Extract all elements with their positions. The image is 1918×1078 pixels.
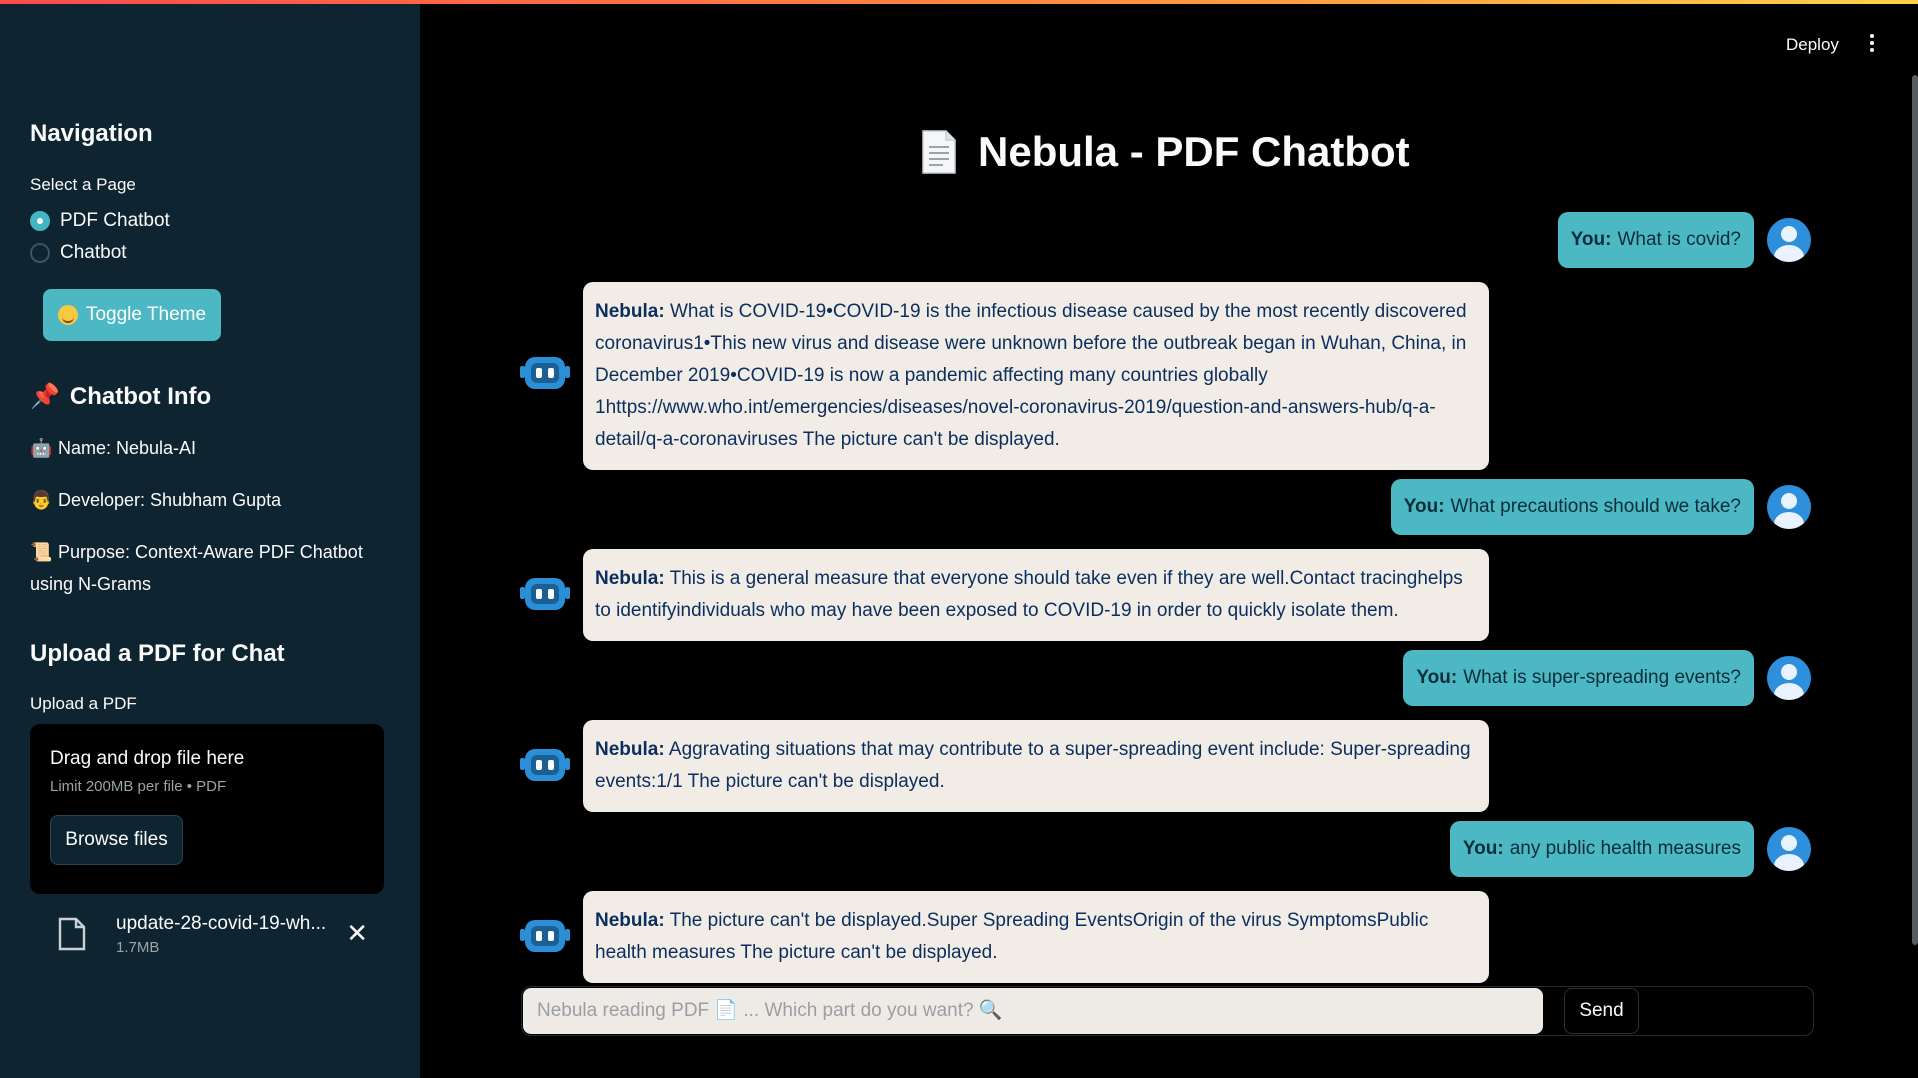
robot-avatar-icon	[520, 578, 570, 610]
dropzone-title: Drag and drop file here	[50, 748, 245, 769]
chatbot-info-heading: 📌 Chatbot Info	[30, 382, 211, 411]
bot-message-text: Aggravating situations that may contribu…	[595, 739, 1471, 792]
document-icon	[922, 130, 956, 174]
info-name-text: Name: Nebula-AI	[58, 438, 197, 458]
info-purpose-text: Purpose: Context-Aware PDF Chatbot using…	[30, 542, 363, 594]
info-developer-text: Developer: Shubham Gupta	[58, 490, 282, 510]
navigation-heading: Navigation	[30, 120, 153, 147]
toggle-theme-label: Toggle Theme	[85, 304, 207, 325]
select-page-label: Select a Page	[30, 175, 136, 194]
uploaded-file: update-28-covid-19-wh... 1.7MB ✕	[58, 906, 368, 962]
bot-message-text: What is COVID-19•COVID-19 is the infecti…	[595, 301, 1467, 450]
browse-files-button[interactable]: Browse files	[50, 815, 183, 865]
radio-chatbot[interactable]: Chatbot	[30, 242, 127, 264]
user-speaker: You:	[1570, 229, 1612, 250]
radio-unselected-icon	[30, 243, 50, 263]
radio-selected-icon	[30, 211, 50, 231]
user-message: You: What is super-spreading events?	[1403, 650, 1754, 706]
file-name: update-28-covid-19-wh...	[116, 912, 327, 934]
user-avatar-icon	[1767, 485, 1811, 529]
radio-label: Chatbot	[60, 242, 127, 263]
dropzone-limit: Limit 200MB per file • PDF	[50, 778, 227, 795]
kebab-menu-icon[interactable]	[1862, 34, 1882, 56]
info-purpose: 📜Purpose: Context-Aware PDF Chatbot usin…	[30, 536, 390, 600]
file-dropzone[interactable]: Drag and drop file here Limit 200MB per …	[30, 724, 384, 894]
bot-message: Nebula: The picture can't be displayed.S…	[583, 891, 1489, 983]
pushpin-icon: 📌	[30, 383, 60, 410]
bot-message-text: The picture can't be displayed.Super Spr…	[595, 910, 1429, 963]
user-message: You: What is covid?	[1557, 212, 1754, 268]
bot-speaker: Nebula:	[595, 910, 665, 931]
user-avatar-icon	[1767, 827, 1811, 871]
bot-speaker: Nebula:	[595, 301, 665, 322]
upload-label: Upload a PDF	[30, 694, 137, 713]
deploy-button[interactable]: Deploy	[1786, 35, 1839, 54]
user-message: You: any public health measures	[1449, 821, 1754, 877]
smiley-icon	[57, 305, 78, 325]
user-message-text: What precautions should we take?	[1450, 496, 1741, 517]
bot-speaker: Nebula:	[595, 739, 665, 760]
user-message-text: What is super-spreading events?	[1463, 667, 1741, 688]
radio-label: PDF Chatbot	[60, 210, 170, 231]
bot-message-text: This is a general measure that everyone …	[595, 568, 1463, 621]
top-decoration-bar	[0, 0, 1918, 4]
file-size: 1.7MB	[116, 938, 160, 956]
user-message: You: What precautions should we take?	[1390, 479, 1754, 535]
user-message-text: any public health measures	[1509, 838, 1741, 859]
scrollbar[interactable]	[1912, 75, 1918, 945]
page-title-text: Nebula - PDF Chatbot	[978, 128, 1410, 175]
radio-pdf-chatbot[interactable]: PDF Chatbot	[30, 210, 170, 232]
upload-heading: Upload a PDF for Chat	[30, 640, 285, 667]
robot-avatar-icon	[520, 920, 570, 952]
page-title: Nebula - PDF Chatbot	[920, 128, 1410, 176]
bot-message: Nebula: What is COVID-19•COVID-19 is the…	[583, 282, 1489, 470]
chatbot-info-title: Chatbot Info	[69, 382, 212, 410]
bot-speaker: Nebula:	[595, 568, 665, 589]
file-icon	[58, 917, 86, 951]
sidebar: Navigation Select a Page PDF Chatbot Cha…	[0, 0, 420, 1078]
user-avatar-icon	[1767, 218, 1811, 262]
info-developer: 👨Developer: Shubham Gupta	[30, 484, 390, 516]
scroll-icon: 📜	[30, 542, 53, 562]
remove-file-close-icon[interactable]: ✕	[346, 918, 368, 948]
bot-message: Nebula: Aggravating situations that may …	[583, 720, 1489, 812]
user-speaker: You:	[1403, 496, 1445, 517]
developer-icon: 👨	[30, 490, 53, 510]
user-avatar-icon	[1767, 656, 1811, 700]
bot-message: Nebula: This is a general measure that e…	[583, 549, 1489, 641]
toggle-theme-button[interactable]: Toggle Theme	[43, 289, 221, 341]
user-message-text: What is covid?	[1617, 229, 1741, 250]
user-speaker: You:	[1416, 667, 1458, 688]
send-button[interactable]: Send	[1564, 988, 1639, 1034]
chat-input[interactable]	[523, 988, 1543, 1034]
robot-avatar-icon	[520, 749, 570, 781]
user-speaker: You:	[1462, 838, 1504, 859]
robot-icon: 🤖	[30, 438, 53, 458]
info-name: 🤖Name: Nebula-AI	[30, 432, 390, 464]
robot-avatar-icon	[520, 357, 570, 389]
